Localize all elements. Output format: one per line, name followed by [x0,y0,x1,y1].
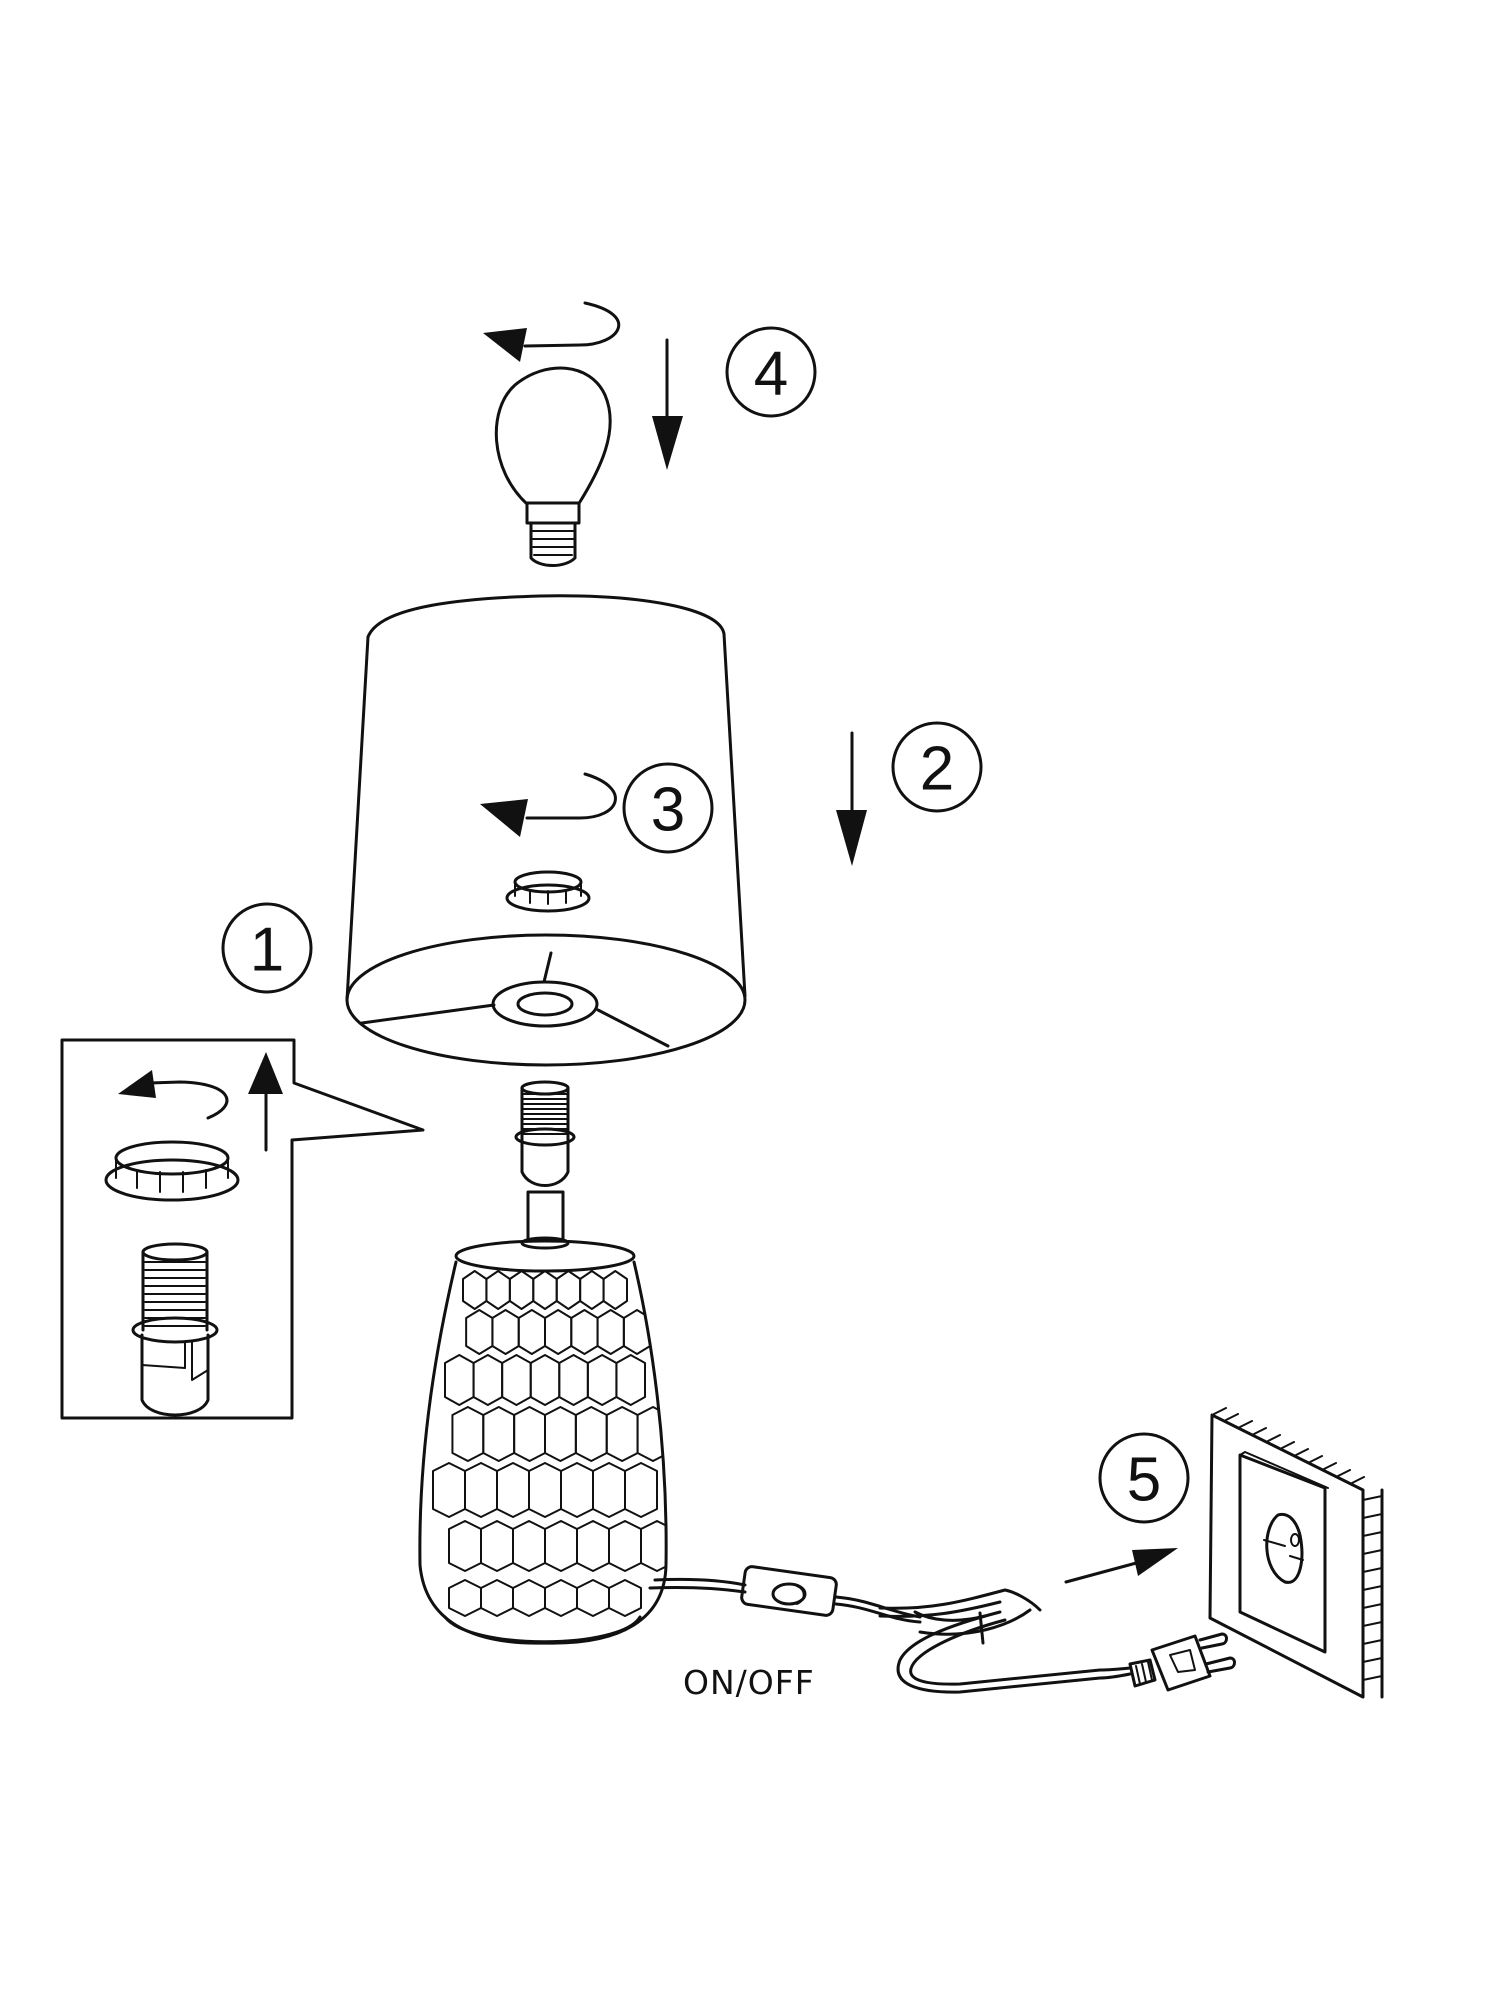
honeycomb-cell [544,1579,578,1617]
on-off-label: ON/OFF [683,1663,815,1702]
honeycomb-cell [602,1270,628,1310]
honeycomb-cell [570,1309,599,1355]
shade-ring-icon [104,1140,240,1202]
honeycomb-cell [608,1520,642,1572]
step-2-group: 2 [836,721,983,866]
step-1-group: 1 [60,902,425,1420]
honeycomb-cell [444,1354,475,1406]
honeycomb-cell [576,1520,610,1572]
step-5-number: 5 [1127,1446,1161,1515]
on-off-switch[interactable] [740,1565,838,1617]
step-1-badge: 1 [221,902,313,994]
honeycomb-cell [558,1354,589,1406]
down-arrow-icon [652,338,683,470]
honeycomb-cell [608,1579,642,1617]
rotate-arrow-icon [480,772,617,837]
honeycomb-cell [472,1354,504,1406]
honeycomb-cell [529,1354,561,1406]
up-arrow-icon [248,1052,283,1152]
step-3-group: 3 [480,762,714,913]
honeycomb-cell [482,1406,516,1462]
plug-icon [1128,1632,1236,1692]
step-2-number: 2 [920,735,954,804]
step-3-badge: 3 [622,762,714,854]
honeycomb-cell [532,1270,558,1310]
step-2-badge: 2 [891,721,983,813]
honeycomb-cell [480,1579,514,1617]
honeycomb-cell [576,1579,610,1617]
lamp-shade [345,594,747,1067]
honeycomb-cell [462,1270,488,1310]
honeycomb-pattern [432,1270,667,1617]
honeycomb-cell [615,1354,646,1406]
honeycomb-cell [512,1579,546,1617]
honeycomb-cell [579,1270,605,1310]
honeycomb-cell [624,1462,658,1518]
honeycomb-cell [544,1309,573,1355]
rotate-arrow-icon [118,1070,229,1120]
step-4-group: 4 [483,301,817,567]
honeycomb-cell [636,1406,667,1462]
wall-socket-icon [1208,1407,1384,1699]
honeycomb-cell [480,1520,514,1572]
honeycomb-cell [496,1462,530,1518]
honeycomb-cell [465,1309,494,1355]
honeycomb-cell [640,1520,667,1572]
honeycomb-cell [485,1270,511,1310]
honeycomb-cell [448,1579,482,1617]
honeycomb-cell [508,1270,535,1310]
honeycomb-cell [448,1520,482,1572]
lamp-base [418,1239,668,1645]
light-bulb-icon [494,366,612,567]
honeycomb-cell [622,1309,652,1355]
honeycomb-cell [574,1406,608,1462]
honeycomb-cell [592,1462,626,1518]
honeycomb-cell [605,1406,639,1462]
honeycomb-cell [512,1520,546,1572]
power-cord [648,1565,1132,1694]
honeycomb-cell [544,1406,577,1462]
lamp-holder-icon [131,1242,219,1417]
detail-callout-frame [60,1038,425,1420]
honeycomb-cell [586,1354,618,1406]
honeycomb-cell [432,1462,466,1518]
honeycomb-cell [528,1462,562,1518]
honeycomb-cell [513,1406,546,1462]
honeycomb-cell [501,1354,532,1406]
honeycomb-cell [464,1462,498,1518]
honeycomb-cell [451,1406,485,1462]
step-4-number: 4 [754,340,788,409]
honeycomb-cell [544,1520,578,1572]
shade-ring-icon [505,870,591,913]
honeycomb-cell [596,1309,625,1355]
step-3-number: 3 [651,776,685,845]
lamp-holder [514,1080,576,1250]
honeycomb-cell [491,1309,520,1355]
step-1-number: 1 [250,916,284,985]
honeycomb-cell [517,1309,546,1355]
step-5-group: 5 [1064,1407,1384,1699]
right-arrow-icon [1064,1548,1178,1584]
step-4-badge: 4 [725,326,817,418]
honeycomb-cell [555,1270,582,1310]
rotate-arrow-icon [483,301,621,362]
honeycomb-cell [560,1462,594,1518]
step-5-badge: 5 [1098,1432,1190,1524]
down-arrow-icon [836,731,867,866]
